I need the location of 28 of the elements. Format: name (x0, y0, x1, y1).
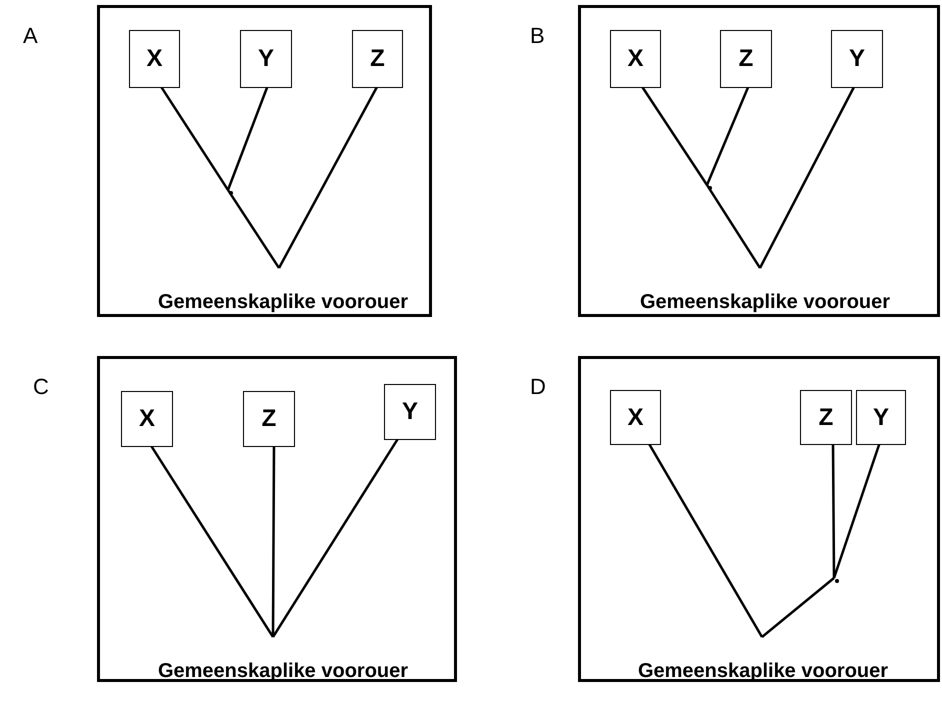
ancestor-label: Gemeenskaplike voorouer (640, 291, 890, 313)
taxon-box: Y (856, 390, 906, 445)
panel-label: C (33, 374, 49, 400)
branch-point (835, 579, 839, 583)
panel-label: A (23, 23, 38, 49)
taxon-box: Y (240, 30, 292, 88)
branch-line (706, 184, 762, 269)
branch-line (226, 189, 280, 269)
ancestor-label: Gemeenskaplike voorouer (158, 660, 408, 682)
panel-label: B (530, 23, 545, 49)
taxon-box: X (121, 391, 173, 447)
taxon-box: Y (831, 30, 883, 88)
branch-line (272, 444, 276, 637)
taxon-box: X (610, 390, 661, 445)
taxon-box: Y (384, 384, 436, 440)
taxon-box: Z (352, 30, 403, 88)
branch-point (229, 191, 233, 195)
ancestor-label: Gemeenskaplike voorouer (158, 291, 408, 313)
panel-label: D (530, 374, 546, 400)
ancestor-label: Gemeenskaplike voorouer (638, 660, 888, 682)
taxon-box: X (129, 30, 180, 88)
taxon-box: Z (800, 390, 852, 445)
taxon-box: Z (720, 30, 772, 88)
branch-line (832, 442, 836, 578)
branch-point (708, 186, 712, 190)
taxon-box: X (610, 30, 661, 88)
branch-line (761, 577, 835, 638)
taxon-box: Z (243, 391, 295, 447)
